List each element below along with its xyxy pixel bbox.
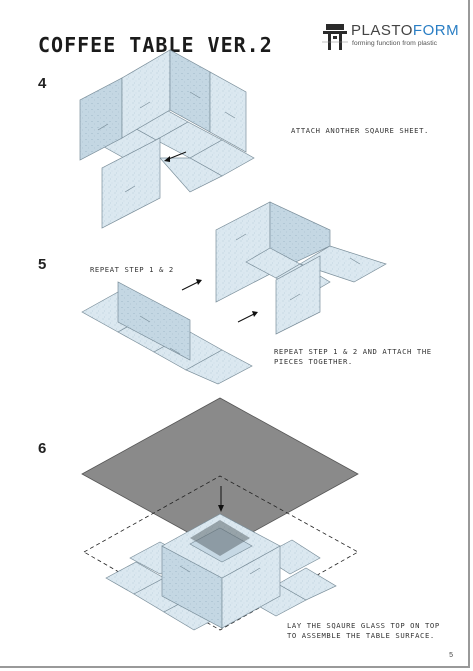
logo-icon [322,24,348,50]
step6-illustration [81,397,359,631]
page-number: 5 [449,652,453,659]
step5-instruction-line1: REPEAT STEP 1 & 2 AND ATTACH THE [274,347,432,356]
document-title: COFFEE TABLE VER.2 [38,33,273,57]
step5-instruction: REPEAT STEP 1 & 2 AND ATTACH THE PIECES … [274,347,432,367]
step6-instruction: LAY THE SQAURE GLASS TOP ON TOP TO ASSEM… [287,621,440,641]
brand-logo: PLASTOFORM forming function from plastic [322,22,462,56]
step5-illustration [81,201,387,385]
brand-name: PLASTOFORM [351,22,459,40]
brand-name-part2: FORM [412,22,460,39]
step-number-4: 4 [38,75,47,92]
step4-illustration [79,49,255,229]
glass-top [81,397,359,551]
step-number-5: 5 [38,256,47,273]
step-number-6: 6 [38,440,47,457]
brand-tagline: forming function from plastic [352,40,437,47]
brand-name-part1: PLASTO [351,22,413,39]
step6-instruction-line1: LAY THE SQAURE GLASS TOP ON TOP [287,621,440,630]
step4-instruction: ATTACH ANOTHER SQAURE SHEET. [291,126,429,135]
step5-instruction-line2: PIECES TOGETHER. [274,357,353,366]
step6-instruction-line2: TO ASSEMBLE THE TABLE SURFACE. [287,631,435,640]
step5-instruction-left: REPEAT STEP 1 & 2 [90,265,174,274]
